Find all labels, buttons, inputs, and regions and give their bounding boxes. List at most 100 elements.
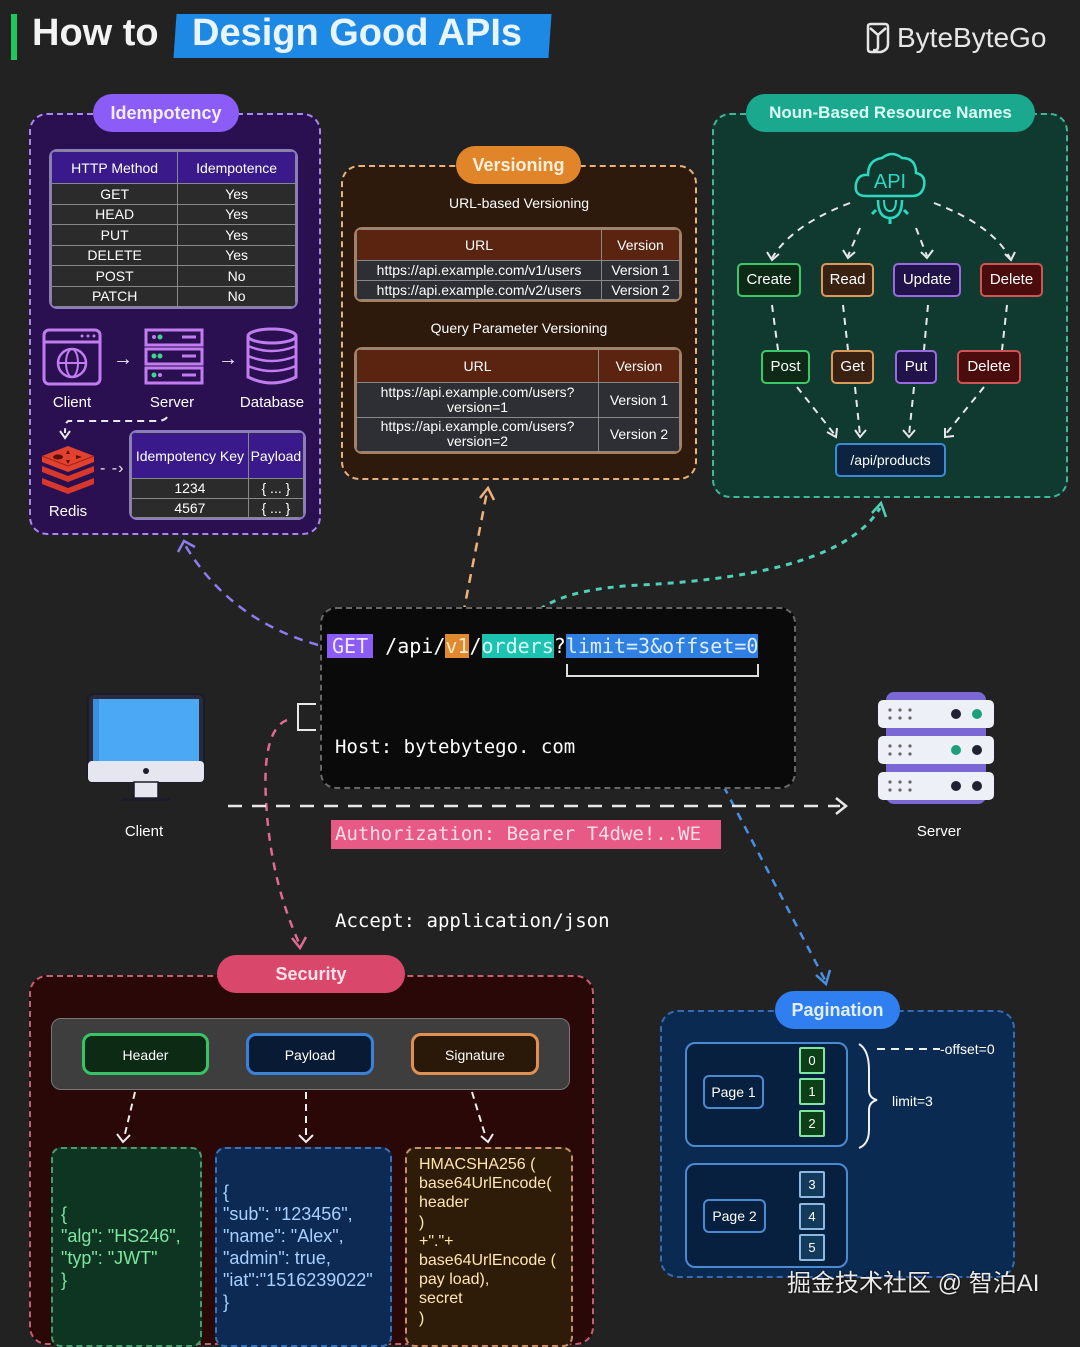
- formula-line: header: [419, 1194, 469, 1212]
- limit-label: limit=3: [892, 1093, 933, 1109]
- browser-globe-icon: [42, 328, 102, 386]
- dashed-arrow-icon: - -›: [100, 460, 125, 477]
- value-cell: Yes: [177, 183, 296, 205]
- url-line: https://api.example.com/users?: [380, 418, 575, 435]
- redis-icon: [41, 446, 95, 494]
- request-line: GET /api/v1/orders?limit=3&offset=0: [327, 631, 759, 661]
- json-line: }: [61, 1270, 68, 1290]
- key-cell: 4567: [131, 497, 249, 518]
- header-accept: Accept: application/json: [335, 910, 610, 932]
- method-cell: GET: [51, 183, 179, 205]
- version-cell: Version 1: [601, 260, 680, 281]
- url-versioning-title: URL-based Versioning: [448, 195, 590, 211]
- versioning-label: Versioning: [456, 146, 581, 184]
- page-title: Design Good APIs: [192, 12, 523, 54]
- op-update: Update: [893, 263, 961, 297]
- json-line: "admin": true,: [223, 1248, 331, 1268]
- client-monitor-icon: [87, 693, 205, 801]
- request-query: limit=3&offset=0: [565, 634, 759, 658]
- query-bracket: [566, 664, 759, 677]
- server-to-redis-arrow: [59, 416, 168, 440]
- method-delete: Delete: [957, 350, 1021, 384]
- url-line: https://api.example.com/users?: [380, 383, 575, 400]
- op-delete: Delete: [980, 263, 1043, 297]
- bytebytego-logo-icon: [866, 22, 890, 54]
- jwt-payload-json: { "sub": "123456", "name": "Alex", "admi…: [215, 1147, 392, 1347]
- formula-line: ): [419, 1309, 425, 1327]
- request-q: ?: [553, 634, 566, 658]
- col-header-key: Idempotency Key: [131, 432, 249, 479]
- brand-logo: ByteByteGo: [865, 22, 1046, 54]
- table-row: 1234{ ... }: [131, 478, 304, 499]
- client-label: Client: [124, 823, 164, 840]
- jwt-signature-formula: HMACSHA256 ( base64UrlEncode( header ) +…: [405, 1147, 573, 1347]
- request-version: v1: [445, 634, 470, 658]
- url-versioning-table: URL Version https://api.example.com/v1/u…: [354, 227, 682, 302]
- method-cell: POST: [51, 265, 179, 287]
- server-rack-icon: [144, 328, 204, 385]
- payload-cell: { ... }: [247, 497, 304, 518]
- server-icon: [878, 692, 994, 804]
- method-cell: HEAD: [51, 203, 179, 225]
- formula-line: base64UrlEncode (: [419, 1252, 556, 1270]
- page-item: 0: [799, 1047, 825, 1074]
- offset-label: -offset=0: [940, 1041, 995, 1057]
- jwt-header-json: { "alg": "HS246", "typ": "JWT" }: [51, 1147, 202, 1347]
- url-cell: https://api.example.com/v2/users: [356, 279, 602, 300]
- col-header-version: Version: [601, 229, 680, 261]
- value-cell: No: [177, 265, 296, 287]
- formula-line: pay load),: [419, 1271, 490, 1289]
- request-headers: Host: bytebytego. com Authorization: Bea…: [331, 675, 721, 965]
- url-cell: https://api.example.com/users?version=1: [356, 382, 599, 418]
- arrow-to-security: [264, 718, 302, 946]
- version-cell: Version 2: [601, 279, 680, 300]
- formula-line: secret: [419, 1290, 463, 1308]
- server-label: Server: [916, 823, 962, 840]
- col-header-version: Version: [598, 349, 680, 383]
- jwt-header-part: Header: [82, 1033, 209, 1075]
- formula-line: +"."+: [419, 1232, 454, 1250]
- query-versioning-title: Query Parameter Versioning: [430, 320, 608, 336]
- value-cell: Yes: [177, 203, 296, 225]
- flow-client-label: Client: [52, 394, 92, 411]
- request-method: GET: [327, 634, 374, 658]
- formula-line: ): [419, 1213, 425, 1231]
- jwt-arrows: [116, 1091, 494, 1144]
- bracket-auth: [297, 703, 316, 731]
- watermark: 掘金技术社区 @ 智泊AI: [787, 1270, 1040, 1297]
- page-item: 1: [799, 1078, 825, 1105]
- col-header-method: HTTP Method: [51, 151, 179, 184]
- method-cell: DELETE: [51, 244, 179, 266]
- idempotency-label: Idempotency: [93, 94, 239, 132]
- page-item: 4: [799, 1203, 825, 1230]
- value-cell: No: [177, 285, 296, 307]
- url-cell: https://api.example.com/v1/users: [356, 260, 602, 281]
- method-cell: PUT: [51, 224, 179, 246]
- json-line: "name": "Alex",: [223, 1226, 344, 1246]
- title-prefix: How to: [32, 12, 159, 54]
- database-icon: [246, 327, 298, 385]
- page-1-label: Page 1: [703, 1075, 764, 1109]
- arrow-right-icon: →: [113, 348, 133, 370]
- url-line: version=1: [446, 398, 509, 415]
- version-cell: Version 2: [598, 416, 680, 452]
- json-line: {: [61, 1204, 68, 1224]
- col-header-url: URL: [356, 349, 599, 383]
- key-cell: 1234: [131, 478, 249, 499]
- jwt-signature-part: Signature: [411, 1033, 539, 1075]
- page-item: 2: [799, 1110, 825, 1137]
- idempotency-key-table: Idempotency Key Payload 1234{ ... } 4567…: [129, 430, 306, 520]
- version-cell: Version 1: [598, 382, 680, 418]
- table-row: 4567{ ... }: [131, 497, 304, 518]
- flow-server-label: Server: [149, 394, 195, 411]
- arrow-to-pagination: [666, 679, 827, 981]
- query-versioning-table: URL Version https://api.example.com/user…: [354, 347, 682, 454]
- noun-flow-arrows: [766, 202, 1016, 439]
